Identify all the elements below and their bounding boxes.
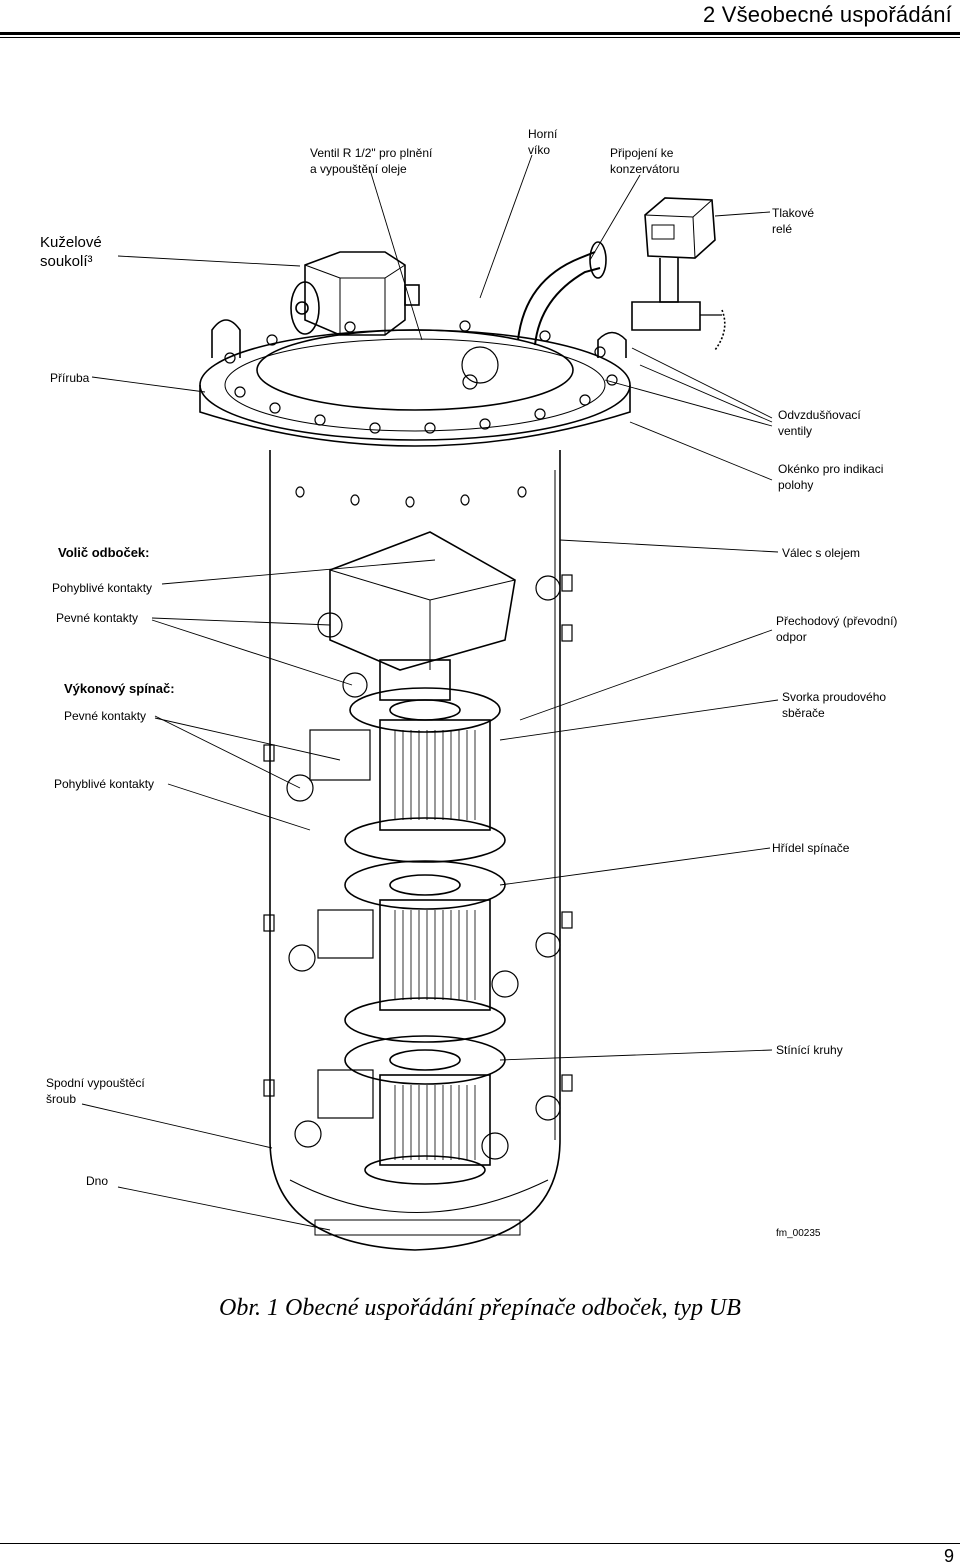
label-stinici-kruhy: Stínící kruhy <box>776 1043 843 1057</box>
label-volic-odbocek: Volič odboček: <box>58 545 150 560</box>
cylinder-bottom <box>269 1139 561 1251</box>
header-rule <box>0 32 960 35</box>
label-pripojeni: Připojení ke konzervátoru <box>610 146 680 176</box>
label-priruba: Příruba <box>50 371 90 385</box>
tap-changer-drawing: Kuželové soukolí³ Ventil R 1/2" pro plně… <box>0 40 960 1290</box>
label-horni-viko: Horní víko <box>528 127 558 157</box>
page-number: 9 <box>943 1546 954 1566</box>
technical-illustration <box>81 154 779 1251</box>
cover-top <box>256 329 574 411</box>
label-pohyblive-kontakty-1: Pohyblivé kontakty <box>52 581 153 595</box>
label-figure-ref: fm_00235 <box>776 1228 821 1239</box>
label-dno: Dno <box>86 1174 109 1188</box>
tap-selector <box>329 531 516 671</box>
footer-rule <box>0 1543 960 1544</box>
label-vykonovy-spinac: Výkonový spínač: <box>64 681 175 696</box>
label-svorka: Svorka proudového sběrače <box>782 690 887 720</box>
label-pevne-kontakty-2: Pevné kontakty <box>64 709 147 723</box>
header-rule-thin <box>0 37 960 38</box>
label-pevne-kontakty-1: Pevné kontakty <box>56 611 139 625</box>
flange-rim <box>199 385 631 447</box>
label-pohyblive-kontakty-2: Pohyblivé kontakty <box>54 777 155 791</box>
flange-outer <box>199 329 631 441</box>
label-tlakove-rele: Tlakové relé <box>772 206 815 236</box>
label-ventil: Ventil R 1/2" pro plnění a vypouštění ol… <box>310 146 433 176</box>
pressure-relay <box>644 197 716 259</box>
figure-caption: Obr. 1 Obecné uspořádání přepínače odboč… <box>219 1295 741 1321</box>
page-header-title: 2 Všeobecné uspořádání <box>702 2 952 27</box>
label-hridel: Hřídel spínače <box>772 841 850 855</box>
label-valec-s-olejem: Válec s olejem <box>782 546 861 560</box>
label-odvzdusnovaci: Odvzdušňovací ventily <box>778 408 861 438</box>
label-prechodovy-odpor: Přechodový (převodní) odpor <box>776 614 898 644</box>
leader-lines <box>81 154 779 1231</box>
gear-housing <box>304 251 406 336</box>
label-okenko: Okénko pro indikaci polohy <box>778 462 884 492</box>
diverter-switch <box>344 687 506 1185</box>
label-spodni-sroub: Spodní vypouštěcí šroub <box>46 1076 145 1106</box>
label-kuzelove-soukoli: Kuželové soukolí³ <box>40 234 102 270</box>
